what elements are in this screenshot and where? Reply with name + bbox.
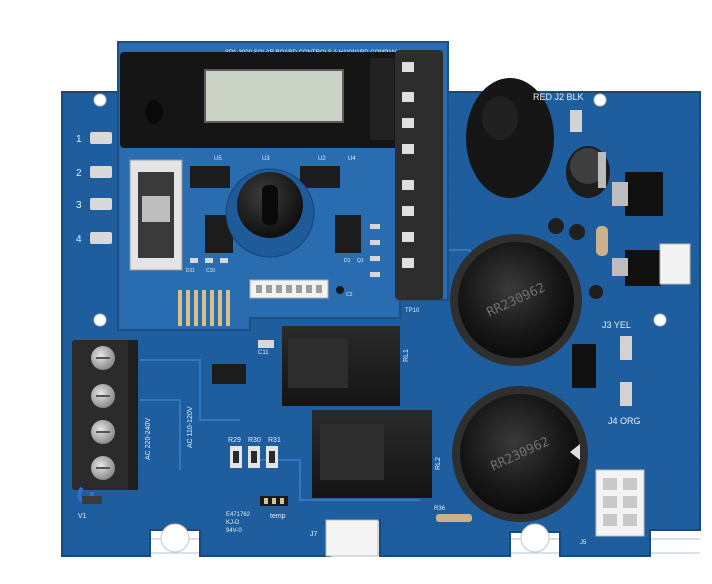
- component-j4: [620, 382, 632, 406]
- label-q1: Q1: [357, 258, 364, 264]
- label-u5: U5: [214, 156, 222, 162]
- label-d1: D1: [344, 258, 351, 264]
- diode-bridge: [572, 344, 596, 388]
- label-j3: J3 YEL: [602, 320, 631, 330]
- label-4: 4: [76, 234, 82, 245]
- label-j5: J5: [580, 540, 587, 546]
- label-j2: RED J2 BLK: [533, 92, 584, 102]
- label-1: 1: [76, 134, 82, 145]
- small-parts-right: [548, 218, 608, 299]
- label-r31: R31: [268, 437, 281, 444]
- label-r29: R29: [228, 437, 241, 444]
- label-r36: R36: [434, 506, 446, 512]
- label-c2: C2: [346, 292, 353, 298]
- label-j7: J7: [310, 531, 318, 538]
- label-u3: U3: [262, 156, 270, 162]
- lcd-screen: [204, 69, 344, 123]
- component-j2: [570, 110, 582, 132]
- label-rl1: RL1: [403, 349, 410, 362]
- connector-j7: [325, 519, 379, 557]
- side-connector: [659, 243, 691, 285]
- label-r30: R30: [248, 437, 261, 444]
- label-d11: D11: [186, 268, 195, 274]
- ul-text-2: KJ-D: [226, 520, 240, 526]
- small-capacitor: [566, 146, 610, 198]
- label-temp: temp: [270, 513, 286, 520]
- ic-u4: [335, 215, 361, 253]
- large-capacitor-2: RR230962: [452, 386, 588, 522]
- label-u2: U2: [318, 156, 326, 162]
- large-capacitor-1: RR230962: [450, 234, 582, 366]
- label-c11: C11: [258, 350, 269, 356]
- daughter-board: SPA-3000 SOLAR BOARD CONTROLS A HAYWARD …: [117, 41, 449, 331]
- terminal-block: [72, 340, 138, 490]
- label-2: 2: [76, 168, 82, 179]
- left-indicator-row: 1 2 3 4: [76, 132, 112, 245]
- relay-rl2: RL2: [312, 410, 442, 498]
- regulator-1: [612, 172, 663, 216]
- label-3: 3: [76, 200, 82, 211]
- ul-text-3: 94V-0: [226, 528, 242, 534]
- resistor-r36: [436, 514, 472, 522]
- buzzer-foam: [466, 78, 554, 198]
- label-u4: U4: [348, 156, 356, 162]
- ic-driver: [212, 364, 246, 384]
- regulator-2: [612, 250, 661, 286]
- label-tp10: TP10: [405, 308, 420, 314]
- push-button: [145, 100, 163, 124]
- ic-u5: [190, 166, 230, 188]
- label-v1: V1: [78, 513, 87, 520]
- label-c10: C10: [206, 268, 215, 274]
- relay-rl1: RL1: [282, 326, 410, 406]
- ul-text-1: E471762: [226, 512, 251, 518]
- label-ac-right: AC 110-120V: [187, 406, 194, 448]
- resistor-bank: [230, 446, 278, 468]
- gold-pin-row: [178, 290, 230, 326]
- component-j3: [620, 336, 632, 360]
- label-rl2: RL2: [435, 457, 442, 470]
- label-j4: J4 ORG: [608, 416, 641, 426]
- ic-u2: [300, 166, 340, 188]
- label-ac-left: AC 220-240V: [145, 418, 152, 460]
